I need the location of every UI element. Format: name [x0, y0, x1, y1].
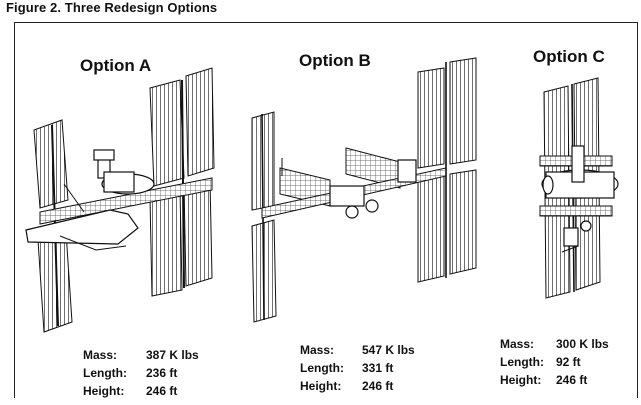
option-a-stats: Mass: 387 K lbs Length: 236 ft Height: 246 … — [83, 346, 199, 400]
option-a-left-array — [33, 119, 73, 333]
length-label: Length: — [500, 355, 544, 369]
figure-title: Figure 2. Three Redesign Options — [6, 0, 218, 15]
mass-value: 387 K lbs — [146, 348, 199, 362]
length-label: Length: — [300, 361, 344, 375]
height-value: 246 ft — [362, 379, 394, 393]
height-label: Height: — [500, 373, 542, 387]
mass-value: 547 K lbs — [362, 343, 415, 357]
option-b-station — [251, 57, 477, 323]
height-label: Height: — [83, 384, 125, 398]
height-label: Height: — [300, 379, 342, 393]
height-value: 246 ft — [556, 373, 588, 387]
figure-frame — [14, 22, 638, 398]
option-c-title: Option C — [533, 47, 605, 66]
option-a-station — [25, 67, 215, 333]
length-value: 92 ft — [556, 355, 581, 369]
option-c-station — [539, 77, 619, 299]
length-value: 236 ft — [146, 366, 178, 380]
option-a-right-array — [149, 67, 215, 297]
option-a-title: Option A — [80, 56, 152, 75]
mass-label: Mass: — [500, 337, 535, 351]
height-value: 246 ft — [146, 384, 178, 398]
length-value: 331 ft — [362, 361, 394, 375]
mass-label: Mass: — [300, 343, 335, 357]
mass-label: Mass: — [83, 348, 118, 362]
mass-value: 300 K lbs — [556, 337, 609, 351]
option-c-stats: Mass: 300 K lbs Length: 92 ft Height: 246 f… — [500, 335, 609, 389]
length-label: Length: — [83, 366, 127, 380]
option-b-stats: Mass: 547 K lbs Length: 331 ft Height: 246 … — [300, 341, 415, 395]
option-b-title: Option B — [299, 51, 371, 70]
